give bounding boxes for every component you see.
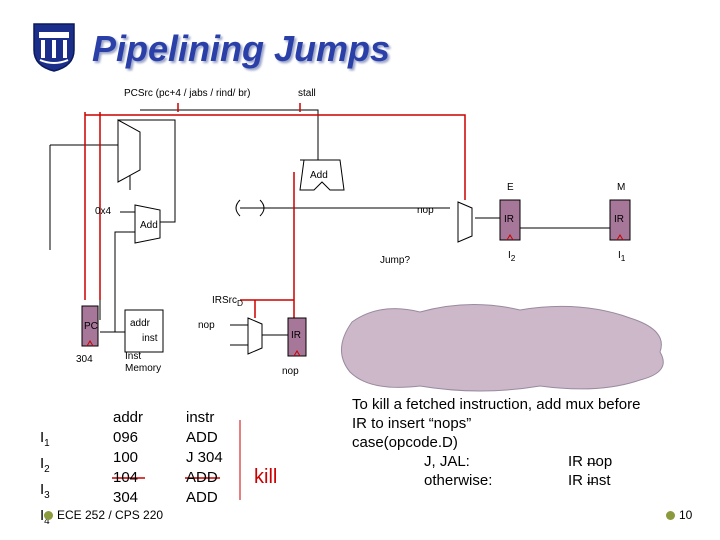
irsrc-label: IRSrcD [212, 295, 244, 308]
pc-value: 304 [76, 354, 93, 365]
ir-d-label: IR [291, 330, 301, 341]
stall-label: stall [298, 88, 316, 99]
university-crest-icon [33, 23, 75, 72]
kill-cloud [341, 303, 664, 392]
addr-header: addr [113, 409, 144, 426]
i1-label: I1 [618, 250, 626, 263]
add-top-label: Add [310, 170, 328, 181]
note-case2-right: IR inst [568, 472, 611, 489]
note-case2-left: otherwise: [424, 472, 493, 489]
e-stage-mux [457, 201, 473, 243]
note-case1-right: IR nop [568, 453, 613, 470]
inst-label: inst [142, 333, 158, 344]
instr-label-3: I3 [40, 481, 50, 501]
instr-header: instr [186, 409, 215, 426]
bullet-icon [44, 511, 53, 521]
ir-register-m [609, 199, 631, 241]
nop-d-label: nop [198, 320, 215, 331]
memory-label-1: Inst [125, 351, 142, 362]
instr-cell: ADD [186, 489, 218, 506]
instr-label-2: I2 [40, 455, 50, 475]
kill-label: kill [254, 466, 278, 488]
page-number: 10 [666, 508, 692, 522]
ir-register-e [499, 199, 521, 241]
adder-branch [299, 159, 345, 191]
addr-cell: 104 [113, 469, 139, 486]
pcsrc-label: PCSrc (pc+4 / jabs / rind/ br) [124, 88, 251, 99]
i2-label: I2 [508, 250, 516, 263]
adder-pc4 [134, 204, 161, 244]
instruction-memory [124, 309, 164, 353]
ir-e-label: IR [504, 214, 514, 225]
addr-label: addr [130, 318, 151, 329]
slide-title: Pipelining Jumps [92, 28, 391, 69]
arrow-icon: ← [584, 472, 599, 489]
add-left-label: Add [140, 220, 158, 231]
irsrc-mux [247, 317, 263, 355]
const-4-label: 0x4 [95, 206, 112, 217]
stage-e-label: E [507, 182, 514, 193]
footer: ECE 252 / CPS 220 [44, 508, 163, 522]
nop-e-label: nop [417, 205, 434, 216]
bullet-icon [666, 511, 675, 521]
addr-cell: 304 [113, 489, 139, 506]
pc-register [81, 305, 99, 347]
ir-register-d [287, 317, 307, 357]
addr-cell: 096 [113, 429, 139, 446]
addr-cell: 100 [113, 449, 139, 466]
memory-label-2: Memory [125, 363, 162, 374]
pc-label: PC [84, 321, 98, 332]
note-case1-left: J, JAL: [424, 453, 470, 470]
ir-m-label: IR [614, 214, 624, 225]
jump-label: Jump? [380, 255, 411, 266]
note-line-1: To kill a fetched instruction, add mux b… [352, 396, 641, 413]
instr-cell: ADD [186, 469, 218, 486]
note-line-3: case(opcode.D) [352, 434, 458, 451]
instr-label-1: I1 [40, 429, 50, 449]
addr-column: addr 096 100 104 304 [113, 408, 143, 508]
instr-label-column: I1 I2 I3 I4 [40, 428, 50, 532]
instr-column: instr ADD J 304 ADD ADD [186, 408, 223, 508]
pc-mux [117, 119, 141, 183]
instr-cell: ADD [186, 429, 218, 446]
nop-below-label: nop [282, 366, 299, 377]
instr-label-4: I4 [40, 507, 50, 527]
arrow-icon: ← [584, 453, 599, 470]
instr-cell: J 304 [186, 449, 223, 466]
stage-m-label: M [617, 182, 626, 193]
note-line-2: IR to insert “nops” [352, 415, 472, 432]
